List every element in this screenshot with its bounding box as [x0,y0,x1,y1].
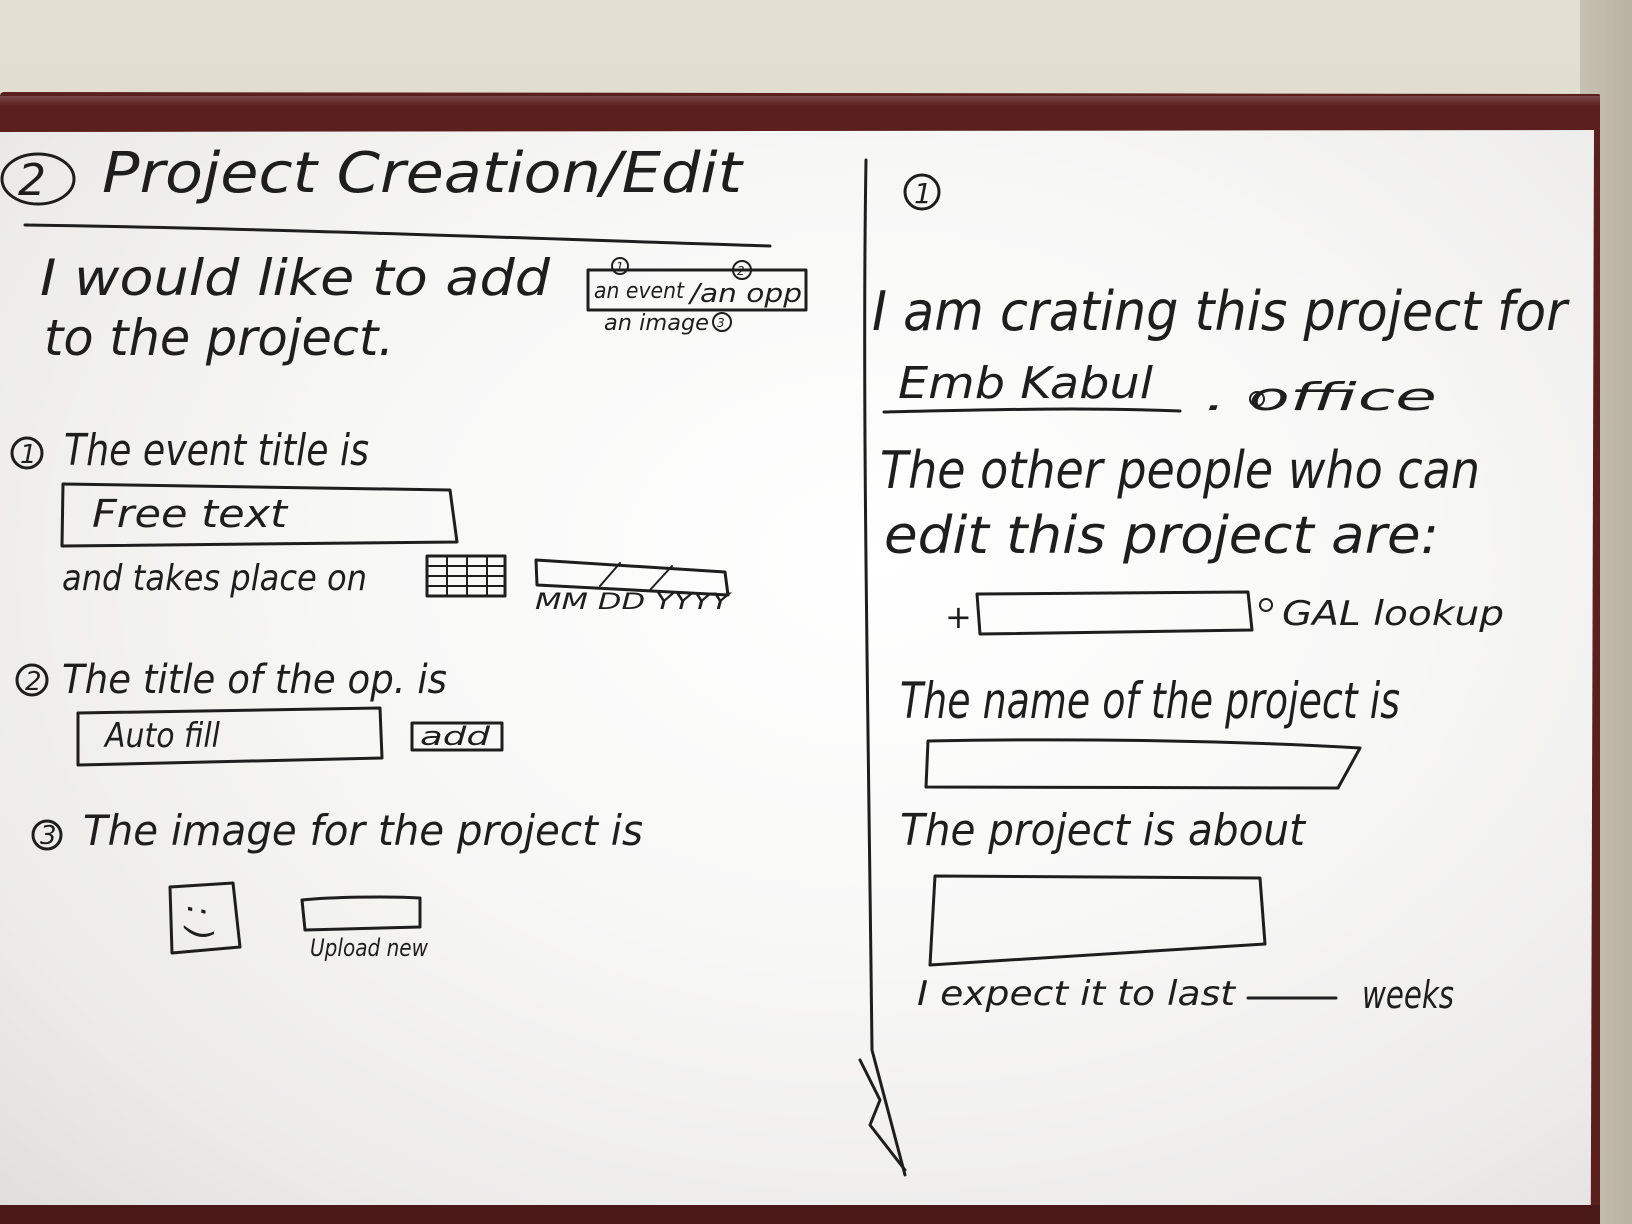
left-column: 2 Project Creation/Edit I would like to … [0,141,808,962]
q1-number: 1 [20,440,37,470]
frame-highlight [0,96,1600,106]
section-2-number: 2 [18,155,46,206]
q2-circle [15,663,49,697]
q1-circle [10,436,44,470]
q3-number: 3 [40,821,57,851]
section-1-circle [903,173,941,211]
event-date-input[interactable] [534,558,730,597]
office-value: Emb Kabul [898,358,1154,409]
q2-number: 2 [25,667,42,697]
project-about-label: The project is about [900,805,1307,856]
office-suffix: . office [1205,375,1437,419]
project-about-textarea[interactable] [928,874,1267,967]
add-type-dropdown[interactable]: 1 2 an event /an opp an image 3 [586,257,808,336]
office-intro-line: I am crating this project for [872,280,1570,343]
marker-1-circle [611,257,629,275]
editors-input[interactable] [975,590,1254,636]
marker-tray [0,1205,1600,1224]
marker-3-circle [712,312,732,332]
option-event[interactable]: an event [594,279,685,304]
section-2-circle [0,152,76,206]
title-underline [23,223,772,248]
smiley-face: : ) [179,905,219,941]
marker-1: 1 [616,260,624,274]
image-label: The image for the project is [83,806,643,855]
q3-circle [31,819,63,851]
event-title-input[interactable] [60,482,459,548]
duration-prefix: I expect it to last [917,974,1237,1014]
gal-lookup-label: GAL lookup [1282,594,1504,634]
event-title-placeholder: Free text [92,492,289,536]
section-1-number: 1 [914,177,932,210]
intro-line-1: I would like to add [40,249,550,307]
gal-lookup-icon[interactable] [1259,598,1273,612]
calendar-icon[interactable] [425,554,507,598]
marker-3: 3 [717,316,725,330]
editors-label-line-2: edit this project are: [884,506,1439,566]
add-type-box [586,268,808,312]
upload-new-label: Upload new [310,934,428,962]
marker-2: 2 [737,264,745,278]
add-opp-button[interactable]: add [410,721,504,752]
right-column: 1 I am crating this project for Emb Kabu… [872,173,1570,1017]
column-divider [863,158,907,1177]
opp-title-input[interactable] [76,706,384,767]
page-title: Project Creation/Edit [102,141,744,206]
intro-line-2: to the project. [44,309,394,367]
duration-suffix: weeks [1362,973,1454,1017]
editors-label-line-1: The other people who can [880,441,1480,501]
marker-2-circle [732,260,752,280]
opp-title-placeholder: Auto fill [103,716,220,756]
option-opp[interactable]: /an opp [688,279,802,309]
date-format-hint: MM DD YYYY [535,590,732,615]
office-underline [882,407,1182,414]
office-select[interactable]: Emb Kabul [882,358,1182,414]
project-name-input[interactable] [924,738,1362,790]
project-name-label: The name of the project is [900,672,1400,730]
add-editor-icon[interactable]: + [945,598,972,636]
add-opp-button-label: add [420,722,491,752]
upload-new-button[interactable]: Upload new [300,895,428,962]
option-image[interactable]: an image [604,311,709,336]
office-dropdown-icon[interactable] [1249,391,1265,407]
image-preview: : ) [168,881,242,955]
event-date-label: and takes place on [62,558,367,599]
opp-title-label: The title of the op. is [62,657,447,703]
divider-scribble [858,1058,907,1172]
event-title-label: The event title is [64,425,369,476]
